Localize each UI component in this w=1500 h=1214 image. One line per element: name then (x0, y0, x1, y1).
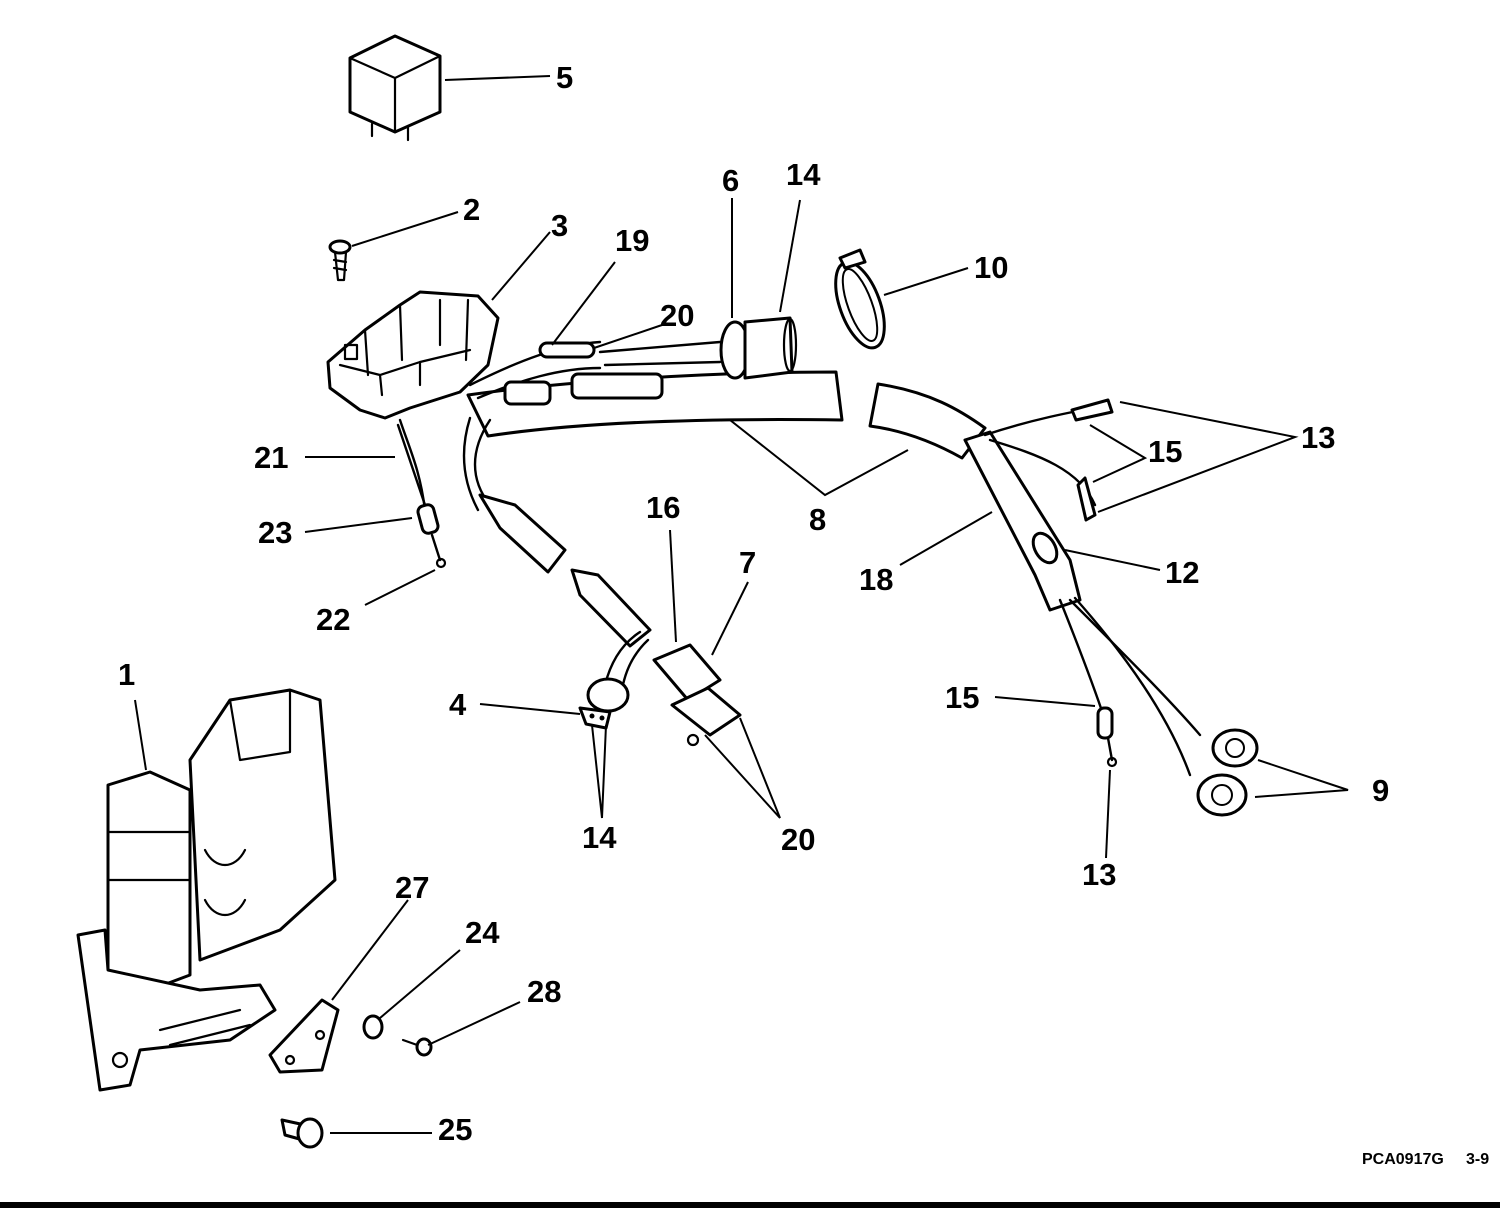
screw-part-28 (401, 1037, 433, 1057)
callout-25: 24 (465, 915, 500, 950)
bottom-rule (0, 1202, 1500, 1208)
callout-12: 12 (1165, 555, 1199, 590)
screw-part-26 (280, 1117, 324, 1149)
sleeve-part (503, 380, 552, 406)
callout-13-bottom: 13 (1082, 857, 1116, 892)
callout-26: 25 (438, 1112, 472, 1147)
plate-part-27 (268, 998, 340, 1074)
callout-27: 27 (395, 870, 429, 905)
callout-19: 20 (781, 822, 815, 857)
callout-3: 3 (551, 208, 568, 243)
callout-6: 6 (722, 163, 739, 198)
terminal-block-part (326, 290, 500, 420)
callout-14-top: 14 (786, 157, 821, 192)
ring-terminals-part-9 (1196, 728, 1259, 817)
leader-lines (134, 75, 1349, 1134)
lead-part-24 (396, 423, 447, 569)
callout-7: 7 (739, 545, 756, 580)
sleeve-part-21 (538, 341, 596, 359)
sleeve-part-b (570, 372, 664, 400)
connector-part-6 (598, 316, 798, 380)
screw-part-2 (328, 239, 352, 282)
callout-23: 22 (316, 602, 350, 637)
callout-9: 9 (1372, 773, 1389, 808)
washer-part-25 (362, 1014, 384, 1040)
connector-part-7 (652, 643, 742, 747)
bracket-part-1 (76, 688, 337, 1092)
clamp-part-10 (834, 248, 886, 350)
callout-16: 16 (646, 490, 680, 525)
callout-5: 5 (556, 60, 573, 95)
right-branch-harness (963, 398, 1202, 777)
relay-part (348, 34, 442, 142)
callout-labels: 5 2 3 19 20 6 14 10 13 15 21 8 23 16 7 1… (118, 60, 1389, 1147)
callout-13-top: 13 (1301, 420, 1335, 455)
page-reference: 3-9 (1466, 1151, 1489, 1168)
grommet-part-4 (578, 677, 630, 730)
callout-1: 1 (118, 657, 135, 692)
callout-22: 21 (254, 440, 288, 475)
callout-24: 23 (258, 515, 292, 550)
callout-21: 20 (660, 298, 694, 333)
callout-2: 2 (463, 192, 480, 227)
harness-sheath-part (466, 370, 987, 460)
callout-14-bottom: 14 (582, 820, 617, 855)
figure-code: PCA0917G (1362, 1151, 1444, 1168)
callout-15-top: 15 (1148, 434, 1182, 469)
callout-4: 4 (449, 687, 467, 722)
callout-10: 10 (974, 250, 1008, 285)
callout-8: 8 (809, 502, 826, 537)
callout-20: 19 (615, 223, 649, 258)
callout-28: 28 (527, 974, 561, 1009)
branch-harness (478, 493, 652, 692)
callout-15-bottom: 15 (945, 680, 979, 715)
callout-18: 18 (859, 562, 893, 597)
